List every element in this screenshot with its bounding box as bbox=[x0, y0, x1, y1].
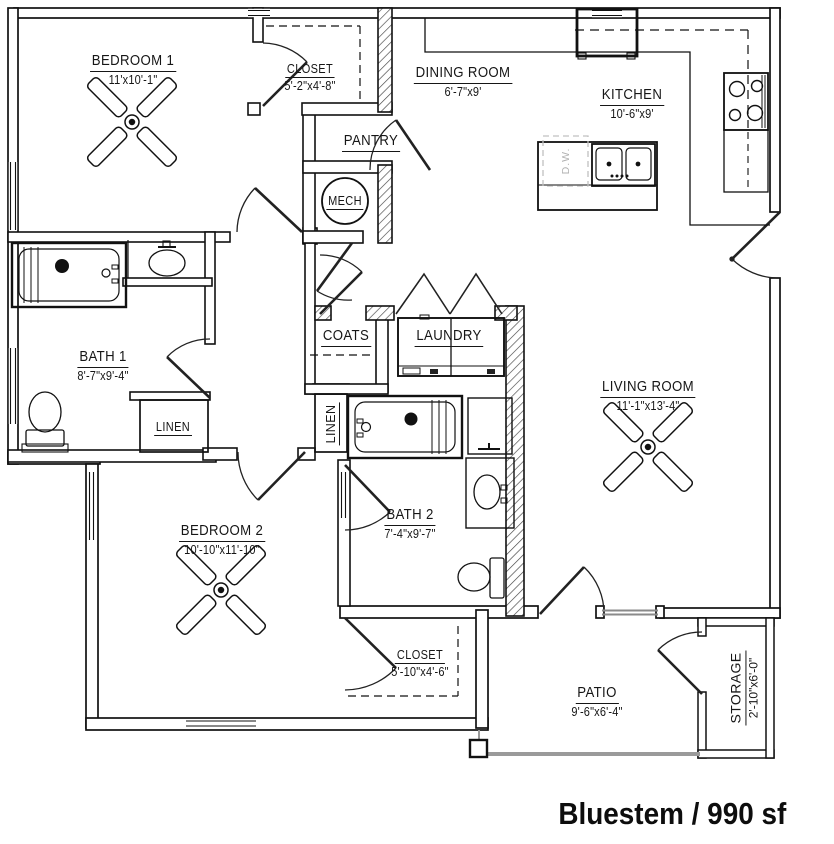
patio-sliding-door bbox=[602, 609, 658, 616]
dishwasher-label: D.W. bbox=[560, 147, 573, 175]
ceiling-fan-bedroom2 bbox=[175, 544, 267, 636]
coats-door bbox=[319, 254, 363, 315]
interior-walls bbox=[7, 7, 393, 607]
closet1-door bbox=[262, 42, 308, 107]
linen1-box bbox=[139, 399, 209, 453]
room-label-coats: COATS bbox=[318, 327, 375, 347]
bath2-sink bbox=[465, 443, 515, 529]
bath2-door bbox=[344, 464, 391, 531]
bath1-toilet bbox=[21, 391, 69, 453]
ceiling-fan-living bbox=[602, 401, 694, 493]
room-label-mech: MECH bbox=[326, 194, 364, 210]
ceiling-fan-bedroom1 bbox=[86, 76, 178, 168]
cabinet-below-range bbox=[723, 129, 769, 193]
mech-unit bbox=[321, 177, 369, 225]
pantry-door bbox=[369, 119, 432, 171]
entry-door bbox=[729, 211, 781, 279]
refrigerator bbox=[575, 7, 639, 58]
closet2-door bbox=[344, 617, 397, 691]
bedroom1-door bbox=[236, 187, 303, 233]
room-label-pantry: PANTRY bbox=[338, 132, 404, 152]
closet-rods-dashed bbox=[266, 25, 459, 697]
bath2-toilet bbox=[457, 557, 505, 599]
room-label-linen1: LINEN bbox=[154, 420, 192, 436]
doors bbox=[166, 42, 781, 695]
bath2-tub bbox=[346, 394, 464, 460]
storage-door bbox=[657, 631, 703, 695]
windows bbox=[8, 8, 622, 729]
hatched-walls bbox=[314, 7, 525, 617]
laundry-bifold-doors bbox=[395, 272, 503, 315]
kitchen-sink bbox=[591, 143, 656, 187]
plan-title: Bluestem / 990 sf bbox=[558, 796, 786, 831]
bath1-sink bbox=[127, 240, 186, 278]
kitchen-island bbox=[537, 135, 658, 211]
kitchen-fixtures bbox=[424, 7, 770, 226]
patio-edge bbox=[468, 730, 700, 759]
ceiling-fans bbox=[86, 76, 694, 636]
storage-walls bbox=[697, 617, 775, 759]
range-stove bbox=[723, 72, 769, 131]
room-label-laundry: LAUNDRY bbox=[410, 327, 488, 347]
bath1-fixtures bbox=[10, 240, 209, 453]
dishwasher-outline bbox=[542, 135, 589, 187]
bath2-cabinet bbox=[467, 397, 513, 455]
bath1-tub bbox=[10, 241, 128, 309]
bedroom2-door bbox=[237, 451, 306, 501]
patio-post bbox=[468, 738, 489, 759]
room-label-linen2: LINEN bbox=[324, 402, 340, 446]
bath1-door bbox=[166, 338, 211, 399]
patio-swing-door bbox=[539, 566, 605, 615]
counter-edge bbox=[424, 18, 770, 226]
bath2-fixtures bbox=[346, 394, 515, 599]
laundry-fixtures bbox=[314, 314, 505, 453]
mech-door bbox=[315, 242, 354, 301]
